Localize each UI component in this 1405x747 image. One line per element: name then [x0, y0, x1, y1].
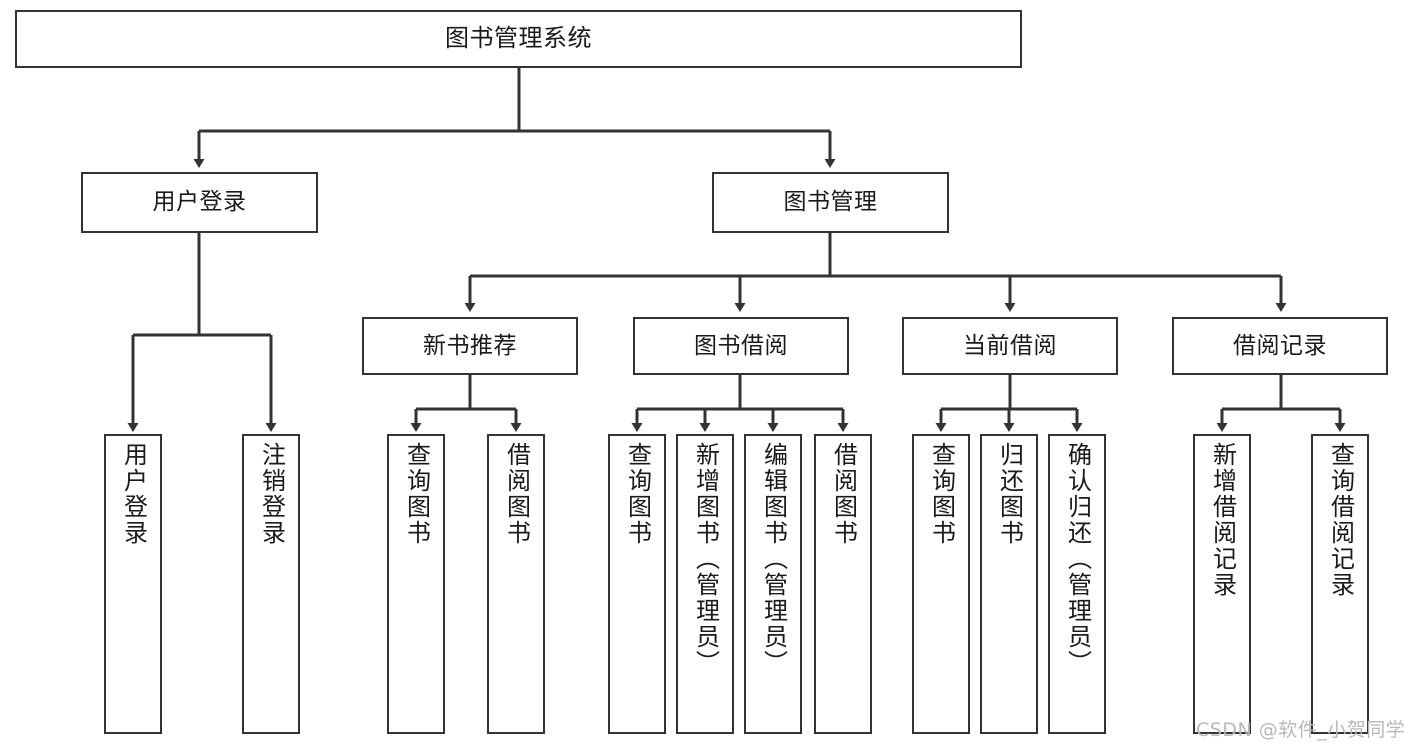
leaf-logout-label: 注销登录 — [257, 442, 286, 546]
node-borrow-record[interactable]: 借阅记录 — [1172, 317, 1388, 375]
leaf-query-borrow-record[interactable]: 查询借阅记录 — [1311, 434, 1369, 734]
leaf-query-book-borrow[interactable]: 查询图书 — [608, 434, 666, 734]
leaf-borrow-book-recommend[interactable]: 借阅图书 — [487, 434, 545, 734]
leaf-user-login[interactable]: 用户登录 — [104, 434, 162, 734]
leaf-user-login-label: 用户登录 — [119, 442, 148, 546]
node-user-login-label: 用户登录 — [152, 189, 247, 216]
node-user-login[interactable]: 用户登录 — [81, 172, 318, 233]
leaf-return-book-label: 归还图书 — [995, 442, 1024, 546]
leaf-borrow-book-label: 借阅图书 — [829, 442, 858, 546]
node-borrow-record-label: 借阅记录 — [1233, 332, 1327, 359]
leaf-add-borrow-record-label: 新增借阅记录 — [1208, 442, 1237, 598]
leaf-borrow-book-recommend-label: 借阅图书 — [502, 442, 531, 546]
node-new-book-recommend[interactable]: 新书推荐 — [362, 317, 578, 375]
node-new-book-recommend-label: 新书推荐 — [423, 332, 517, 359]
node-book-management-label: 图书管理 — [783, 189, 878, 216]
node-book-borrow[interactable]: 图书借阅 — [633, 317, 849, 375]
leaf-query-book-current[interactable]: 查询图书 — [912, 434, 970, 734]
leaf-return-book[interactable]: 归还图书 — [980, 434, 1038, 734]
node-current-borrow-label: 当前借阅 — [963, 332, 1057, 359]
node-book-management[interactable]: 图书管理 — [712, 172, 949, 233]
leaf-confirm-return-admin-label: 确认归还（管理员） — [1063, 442, 1092, 676]
watermark-csdn: CSDN @软件_小贺同学 — [1196, 719, 1405, 741]
leaf-query-book-recommend[interactable]: 查询图书 — [387, 434, 445, 734]
node-book-borrow-label: 图书借阅 — [694, 332, 788, 359]
leaf-edit-book-admin[interactable]: 编辑图书（管理员） — [744, 434, 802, 734]
leaf-query-book-current-label: 查询图书 — [927, 442, 956, 546]
leaf-confirm-return-admin[interactable]: 确认归还（管理员） — [1048, 434, 1106, 734]
leaf-query-borrow-record-label: 查询借阅记录 — [1326, 442, 1355, 598]
leaf-query-book-borrow-label: 查询图书 — [623, 442, 652, 546]
leaf-add-book-admin[interactable]: 新增图书（管理员） — [676, 434, 734, 734]
leaf-query-book-recommend-label: 查询图书 — [402, 442, 431, 546]
leaf-borrow-book[interactable]: 借阅图书 — [814, 434, 872, 734]
leaf-logout[interactable]: 注销登录 — [242, 434, 300, 734]
leaf-add-book-admin-label: 新增图书（管理员） — [691, 442, 720, 676]
node-current-borrow[interactable]: 当前借阅 — [902, 317, 1118, 375]
leaf-edit-book-admin-label: 编辑图书（管理员） — [759, 442, 788, 676]
leaf-add-borrow-record[interactable]: 新增借阅记录 — [1193, 434, 1251, 734]
node-root-label: 图书管理系统 — [445, 24, 592, 53]
node-root[interactable]: 图书管理系统 — [15, 10, 1022, 68]
